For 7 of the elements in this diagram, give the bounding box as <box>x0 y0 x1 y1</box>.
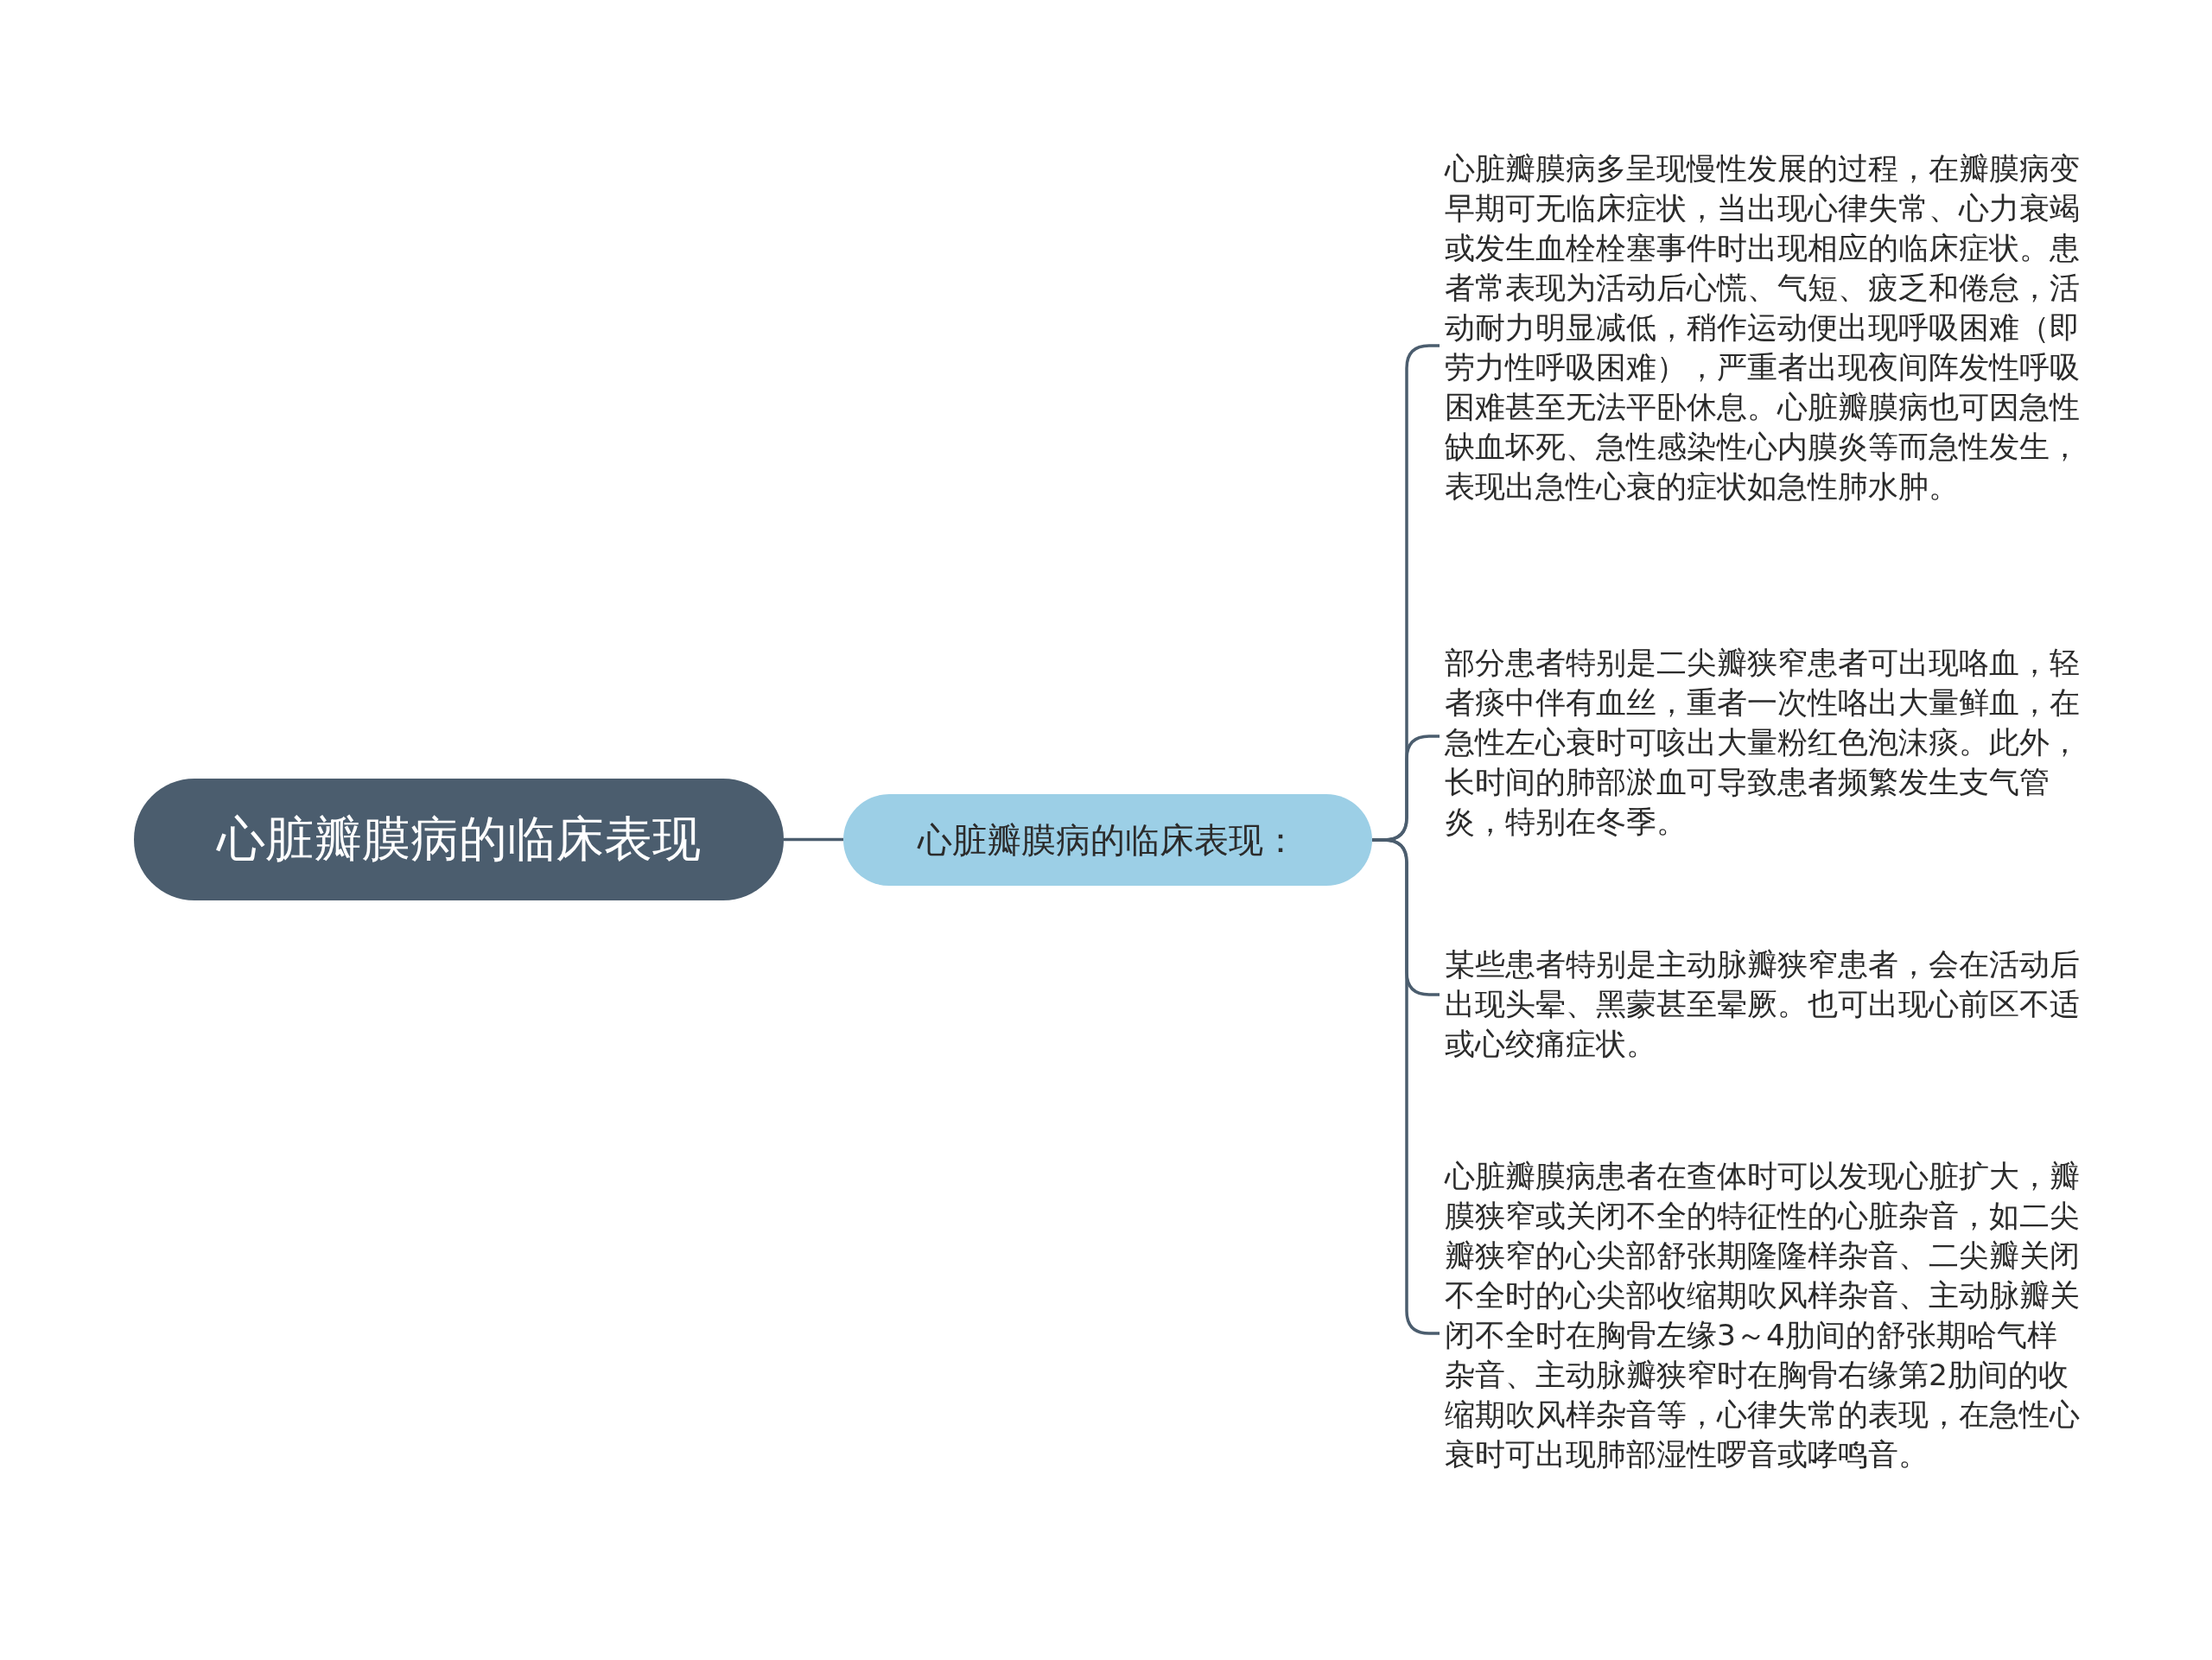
subtopic-pill: 心脏瓣膜病的临床表现： <box>843 794 1372 886</box>
note-text: 部分患者特别是二尖瓣狭窄患者可出现咯血，轻者痰中伴有血丝，重者一次性咯出大量鲜血，在急性左心衰时可咳出大量粉红色泡沫痰。此外，长时间的肺部淤血可导致患者频繁发生支气管炎，特别在冬季。 <box>1445 645 2080 841</box>
note-text: 心脏瓣膜病患者在查体时可以发现心脏扩大，瓣膜狭窄或关闭不全的特征性的心脏杂音，如二尖瓣狭窄的心尖部舒张期隆隆样杂音、二尖瓣关闭不全时的心尖部收缩期吹风样杂音、主动脉瓣关闭不全时在胸骨左缘3～4肋间的舒张期哈气样杂音、主动脉瓣狭窄时在胸骨右缘第2肋间的收缩期吹风样杂音等，心律失常的表现，在急性心衰时可出现肺部湿性啰音或哮鸣音。 <box>1445 1158 2080 1473</box>
topic-pill: 心脏瓣膜病的临床表现 <box>134 779 784 900</box>
connector-line <box>784 837 843 842</box>
note-text: 心脏瓣膜病多呈现慢性发展的过程，在瓣膜病变早期可无临床症状，当出现心律失常、心力衰竭或发生血栓栓塞事件时出现相应的临床症状。患者常表现为活动后心慌、气短、疲乏和倦怠，活动耐力明显减低，稍作运动便出现呼吸困难（即劳力性呼吸困难），严重者出现夜间阵发性呼吸困难甚至无法平卧休息。心脏瓣膜病也可因急性缺血坏死、急性感染性心内膜炎等而急性发生，表现出急性心衰的症状如急性肺水肿。 <box>1445 150 2080 506</box>
note-text: 某些患者特别是主动脉瓣狭窄患者，会在活动后出现头晕、黑蒙甚至晕厥。也可出现心前区不适或心绞痛症状。 <box>1445 946 2080 1063</box>
